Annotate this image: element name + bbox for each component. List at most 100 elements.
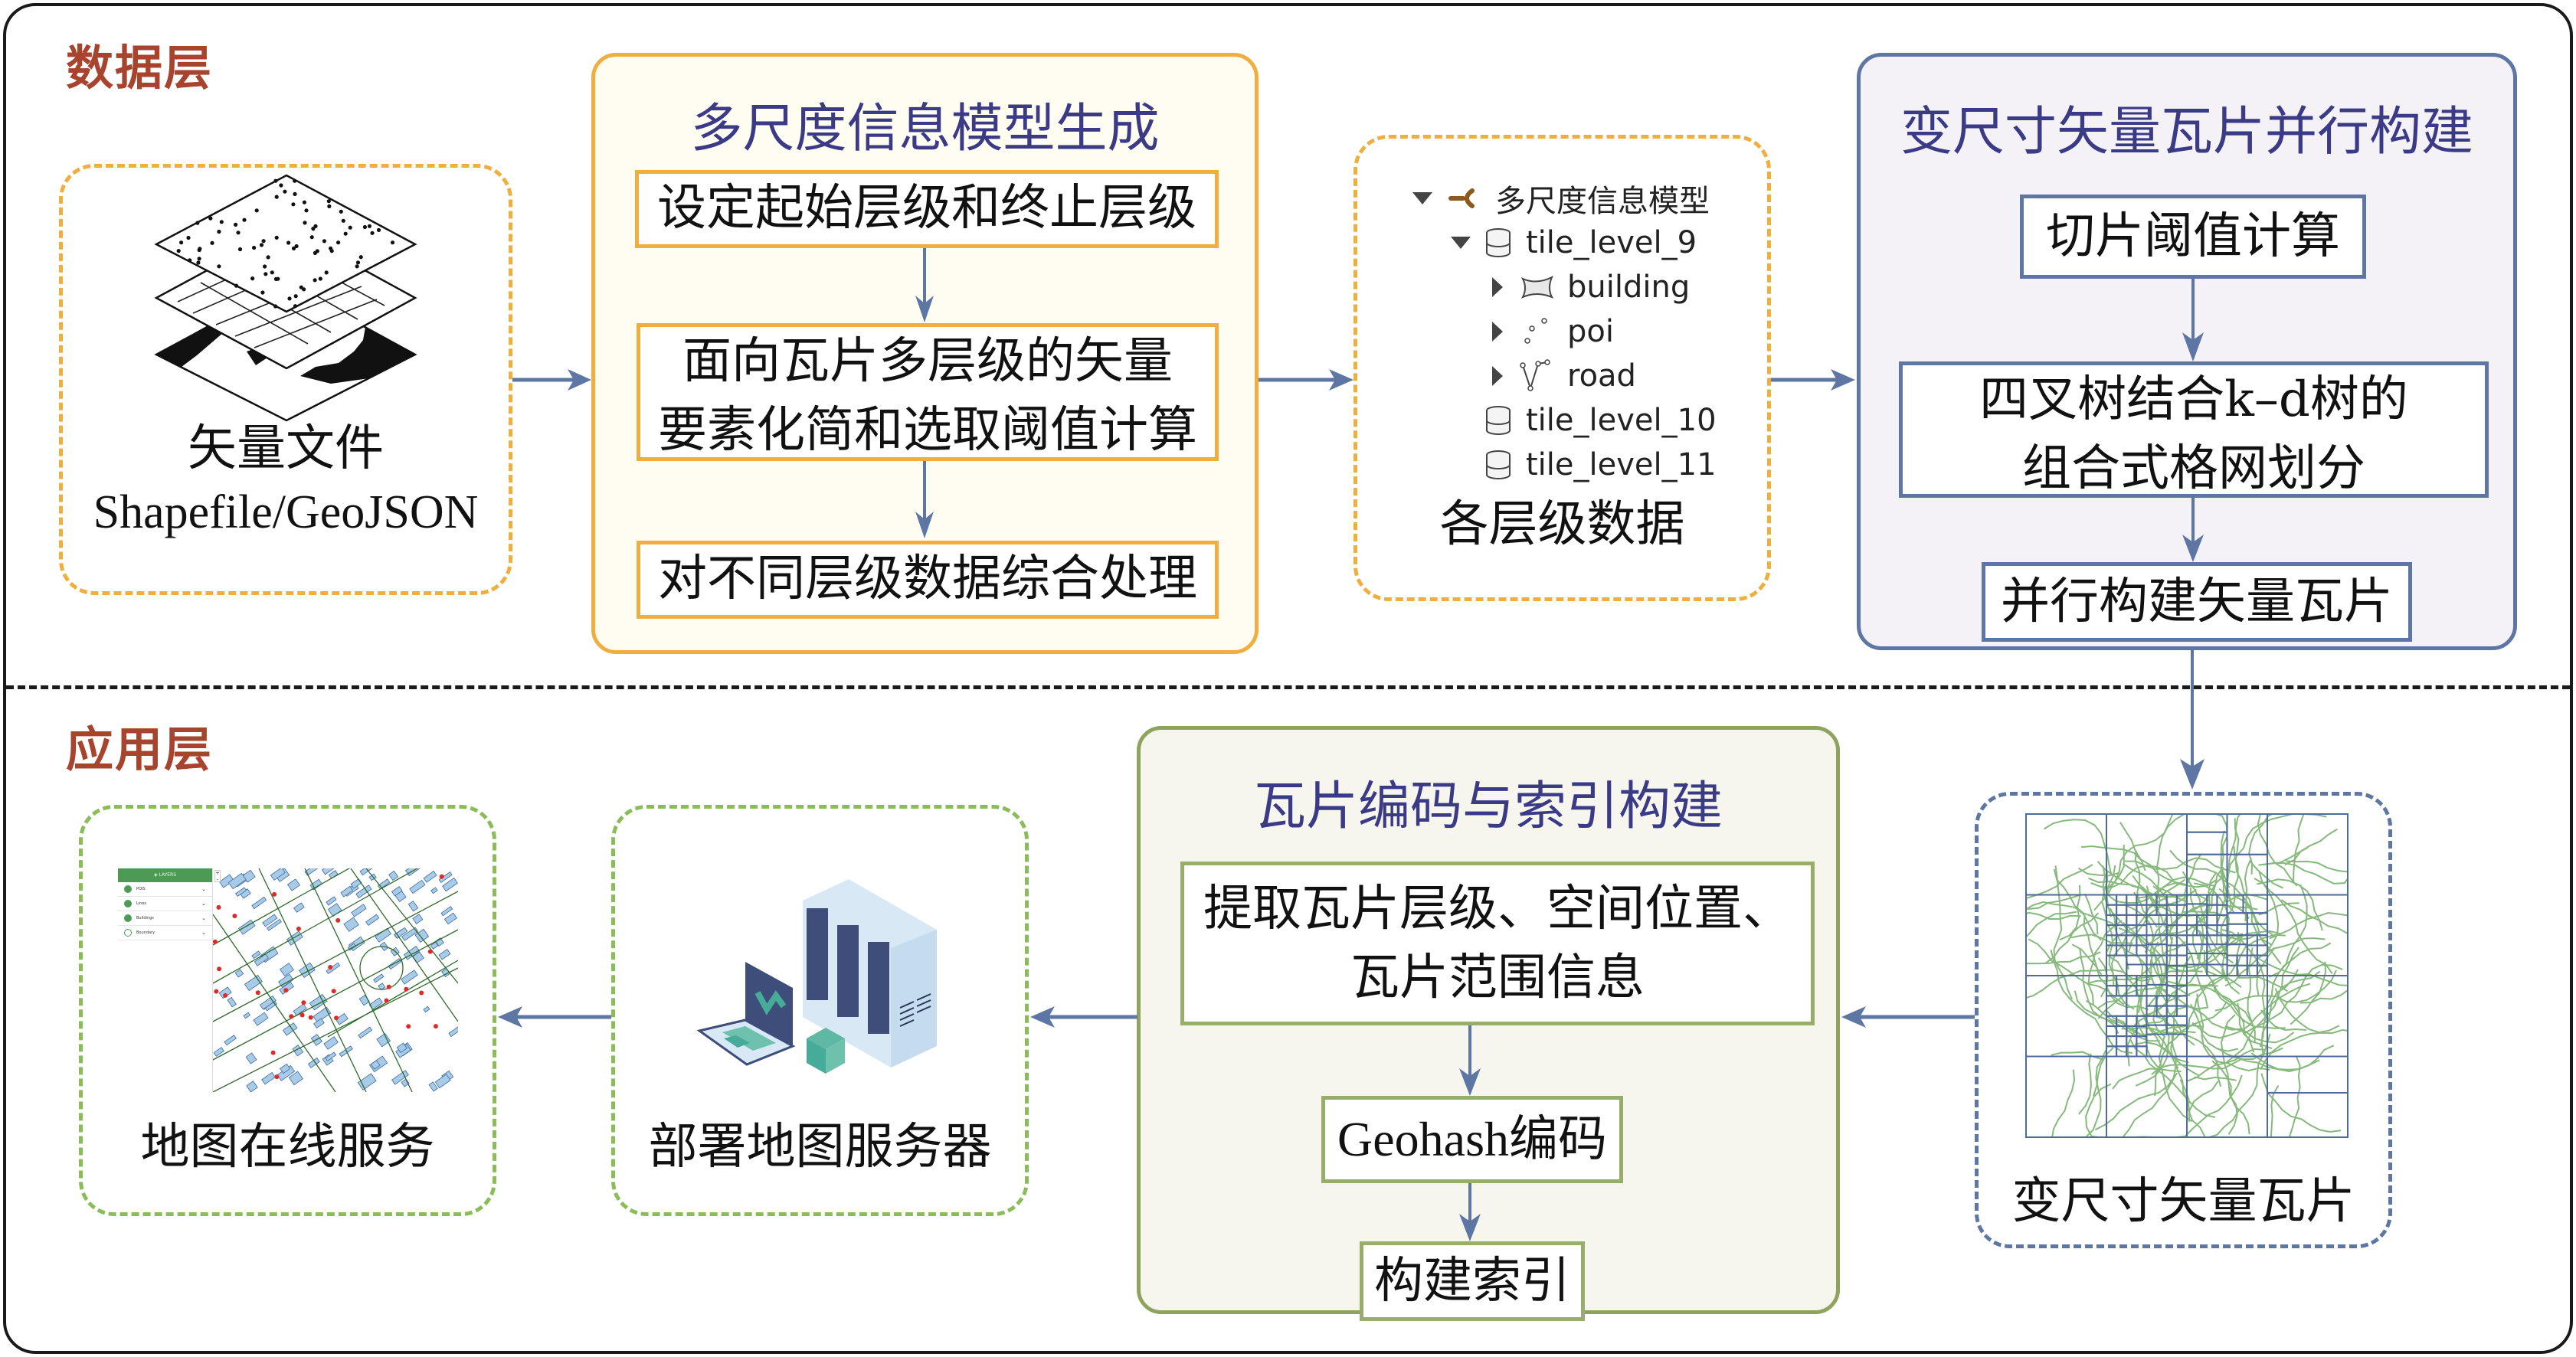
point-mark bbox=[283, 189, 287, 194]
tree-item-label: tile_level_10 bbox=[1526, 403, 1717, 438]
map-building bbox=[307, 1057, 320, 1068]
arrow-geohash-to-index bbox=[1459, 1183, 1481, 1241]
road-line bbox=[2170, 955, 2191, 1069]
map-road bbox=[350, 868, 458, 1022]
tree-item-building[interactable]: building bbox=[1492, 266, 1690, 309]
layer-check-icon[interactable] bbox=[124, 885, 132, 893]
input-file-box: 矢量文件 Shapefile/GeoJSON bbox=[59, 164, 512, 595]
road-line bbox=[2060, 1048, 2108, 1138]
arrow-tiles-to-encoding bbox=[1841, 1006, 1975, 1028]
tree-item-label: building bbox=[1567, 270, 1691, 305]
map-building bbox=[423, 871, 437, 883]
point-mark bbox=[234, 283, 239, 288]
layer-check-icon[interactable] bbox=[124, 900, 132, 907]
map-building bbox=[339, 1045, 353, 1058]
layer-item-pois[interactable]: POIS ⌄ bbox=[118, 882, 212, 897]
zoom-in-button[interactable]: + bbox=[215, 871, 220, 876]
road-line bbox=[2107, 879, 2217, 904]
layer-item-boundary[interactable]: Boundary⌄ bbox=[118, 926, 212, 940]
expand-arrow-icon[interactable] bbox=[1412, 192, 1432, 204]
chevron-down-icon[interactable]: ⌄ bbox=[201, 886, 206, 892]
road-line bbox=[2025, 969, 2153, 999]
point-mark bbox=[274, 235, 279, 240]
tile-cell bbox=[2025, 813, 2107, 896]
tree-item-label: road bbox=[1567, 358, 1636, 394]
tree-item-poi[interactable]: poi bbox=[1492, 310, 1614, 353]
map-building bbox=[359, 868, 377, 876]
map-poi bbox=[336, 917, 341, 923]
collapse-arrow-icon[interactable] bbox=[1492, 366, 1503, 386]
point-mark bbox=[336, 240, 341, 245]
map-building bbox=[388, 958, 402, 970]
map-building bbox=[244, 974, 263, 992]
tree-item-label: tile_level_11 bbox=[1526, 447, 1717, 482]
chevron-down-icon[interactable]: ⌄ bbox=[201, 930, 206, 936]
point-mark bbox=[309, 235, 314, 240]
map-building bbox=[357, 1073, 377, 1091]
step-simplify-threshold: 面向瓦片多层级的矢量 要素化简和选取阈值计算 bbox=[637, 323, 1219, 461]
layer-check-icon[interactable] bbox=[124, 929, 132, 937]
tile-cell bbox=[2116, 904, 2128, 916]
step-line: 要素化简和选取阈值计算 bbox=[658, 402, 1197, 459]
collapse-arrow-icon[interactable] bbox=[1492, 277, 1503, 297]
road-line bbox=[2257, 878, 2323, 931]
road-line bbox=[2086, 970, 2203, 985]
collapse-arrow-icon[interactable] bbox=[1492, 322, 1503, 342]
point-mark bbox=[176, 249, 181, 253]
road-line bbox=[2151, 1058, 2244, 1075]
layers-panel: ◈ LAYERS POIS⌄Lines⌄Buildings⌄Boundary⌄ bbox=[118, 868, 213, 1092]
map-building bbox=[267, 918, 282, 931]
road-line bbox=[2084, 893, 2099, 935]
map-building bbox=[335, 1012, 349, 1025]
point-mark bbox=[291, 202, 296, 207]
map-building bbox=[251, 950, 261, 960]
layer-item-lines[interactable]: Lines⌄ bbox=[118, 897, 212, 911]
level-data-box: 多尺度信息模型 tile_level_9 building bbox=[1353, 135, 1771, 601]
point-mark bbox=[343, 231, 348, 236]
tree-item-model[interactable]: 多尺度信息模型 bbox=[1412, 177, 1710, 220]
layer-check-icon[interactable] bbox=[124, 914, 132, 922]
map-poi bbox=[214, 989, 219, 994]
chevron-down-icon[interactable]: ⌄ bbox=[201, 901, 206, 907]
server-laptop-icon bbox=[696, 879, 937, 1074]
layers-panel-header: ◈ LAYERS bbox=[118, 868, 212, 882]
encoding-index-title: 瓦片编码与索引构建 bbox=[1253, 777, 1723, 837]
road-line bbox=[2044, 912, 2100, 965]
tree-item-tile-level-10[interactable]: tile_level_10 bbox=[1484, 399, 1717, 442]
point-mark bbox=[304, 208, 309, 213]
map-building bbox=[286, 878, 300, 891]
road-line bbox=[2097, 986, 2168, 1009]
point-mark bbox=[273, 304, 278, 309]
layer-item-label: POIS bbox=[136, 887, 146, 891]
point-mark bbox=[294, 244, 299, 249]
arrow-model-to-levels bbox=[1259, 369, 1353, 391]
point-mark bbox=[279, 183, 283, 188]
point-mark bbox=[179, 240, 184, 245]
map-building bbox=[282, 1022, 298, 1036]
road-line bbox=[2168, 933, 2244, 969]
step-extract-tile-info: 提取瓦片层级、空间位置、 瓦片范围信息 bbox=[1180, 862, 1815, 1025]
tree-item-label: poi bbox=[1567, 314, 1614, 349]
tree-item-tile-level-9[interactable]: tile_level_9 bbox=[1451, 221, 1697, 264]
point-mark bbox=[242, 217, 247, 222]
tree-item-tile-level-11[interactable]: tile_level_11 bbox=[1484, 443, 1717, 486]
map-building bbox=[253, 1012, 269, 1026]
polyline-icon bbox=[1520, 359, 1550, 391]
tree-item-road[interactable]: road bbox=[1492, 355, 1636, 397]
expand-arrow-icon[interactable] bbox=[1451, 237, 1471, 249]
road-line bbox=[2097, 957, 2109, 998]
map-building bbox=[391, 886, 403, 897]
road-line bbox=[2132, 891, 2159, 928]
chevron-down-icon[interactable]: ⌄ bbox=[201, 915, 206, 921]
map-poi bbox=[406, 1024, 411, 1029]
road-line bbox=[2146, 885, 2208, 1008]
layer-item-buildings[interactable]: Buildings⌄ bbox=[118, 911, 212, 926]
map-building bbox=[279, 963, 294, 977]
map-building bbox=[251, 896, 267, 910]
map-building bbox=[409, 879, 426, 894]
map-building bbox=[299, 962, 316, 979]
tile-cell bbox=[2116, 1025, 2128, 1038]
map-canvas[interactable] bbox=[212, 868, 458, 1092]
map-building bbox=[388, 870, 399, 881]
zoom-out-button[interactable]: - bbox=[216, 877, 219, 882]
